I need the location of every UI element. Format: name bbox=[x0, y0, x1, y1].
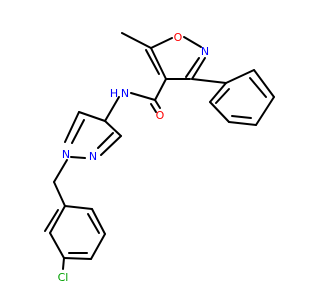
bond bbox=[228, 121, 257, 126]
bond bbox=[209, 82, 227, 103]
molecule-diagram: O N O N H N N Cl bbox=[44, 31, 275, 284]
atom-label-ring-oxygen: O bbox=[174, 31, 183, 44]
atom-label-amide-hydrogen: H bbox=[110, 87, 118, 100]
bond bbox=[255, 96, 275, 126]
bond bbox=[78, 111, 106, 122]
bond bbox=[154, 99, 161, 109]
bond bbox=[104, 120, 122, 137]
bond bbox=[64, 205, 93, 210]
atom-label-ring-nitrogen: N bbox=[201, 45, 209, 58]
bond bbox=[209, 101, 230, 123]
bond bbox=[70, 156, 86, 159]
atom-label-chlorine: Cl bbox=[58, 271, 69, 284]
bond bbox=[100, 135, 122, 156]
bond bbox=[150, 103, 157, 113]
bond bbox=[53, 159, 68, 183]
bond bbox=[64, 111, 80, 143]
bond bbox=[53, 181, 66, 207]
bond bbox=[91, 208, 106, 235]
bond bbox=[191, 57, 206, 80]
bond bbox=[150, 47, 167, 80]
bond bbox=[130, 92, 156, 101]
bond bbox=[87, 213, 100, 234]
bond bbox=[63, 257, 92, 260]
bond bbox=[71, 119, 85, 144]
bond bbox=[49, 205, 66, 234]
bond bbox=[215, 88, 230, 104]
atom-label-pyrazole-nitrogen-1: N bbox=[62, 148, 70, 161]
bond bbox=[225, 69, 255, 84]
structure-canvas: O N O N H N N Cl bbox=[44, 31, 275, 284]
bond bbox=[145, 49, 160, 75]
bond bbox=[104, 96, 120, 122]
atom-label-pyrazole-nitrogen-2: N bbox=[89, 150, 97, 163]
bond bbox=[44, 209, 59, 232]
bond bbox=[90, 233, 106, 260]
bond bbox=[185, 57, 200, 78]
bond bbox=[154, 78, 167, 101]
atom-labels: O N O N H N N Cl bbox=[58, 31, 209, 284]
bond bbox=[253, 69, 275, 98]
bond bbox=[150, 37, 173, 49]
bond bbox=[49, 232, 65, 259]
atom-label-amide-nitrogen: N bbox=[121, 87, 129, 100]
bond bbox=[183, 36, 202, 48]
bond bbox=[231, 115, 252, 119]
bonds bbox=[44, 32, 275, 270]
atom-label-carbonyl-oxygen: O bbox=[156, 109, 165, 122]
bond bbox=[191, 78, 227, 84]
bond bbox=[121, 32, 152, 49]
bond bbox=[249, 77, 267, 98]
bond bbox=[97, 132, 114, 149]
bond bbox=[62, 257, 65, 270]
